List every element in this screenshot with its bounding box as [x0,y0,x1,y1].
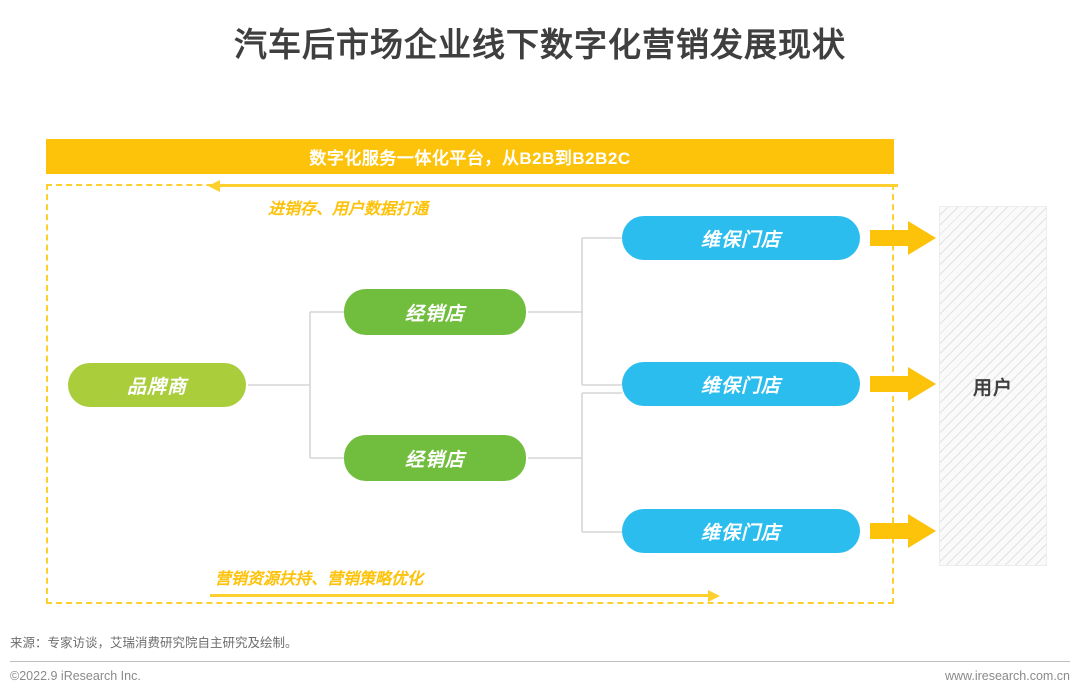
top-flow-arrow [208,180,898,192]
arrow-line [218,184,898,187]
arrow-right-head-icon [708,590,720,602]
users-panel-label: 用户 [972,377,1013,399]
platform-banner: 数字化服务一体化平台，从B2B到B2B2C [46,139,894,174]
users-panel: 用户 [939,206,1047,566]
footer-divider [10,661,1070,662]
copyright-text: ©2022.9 iResearch Inc. [10,669,141,683]
top-flow-label: 进销存、用户数据打通 [268,201,429,218]
node-dealer-2[interactable]: 经销店 [344,435,534,491]
platform-banner-label: 数字化服务一体化平台，从B2B到B2B2C [309,149,631,168]
arrow-to-users-1-icon [870,221,936,255]
bottom-flow-arrow [210,590,720,602]
node-brand-label: 品牌商 [126,376,187,398]
node-store-2-label: 维保门店 [700,375,781,397]
node-store-1-label: 维保门店 [700,229,781,251]
node-dealer-1-label: 经销店 [404,303,465,325]
arrow-stem [870,230,910,246]
arrow-tip [908,367,936,401]
source-note: 来源：专家访谈，艾瑞消费研究院自主研究及绘制。 [10,636,298,650]
arrow-stem [870,523,910,539]
arrow-line [210,594,708,597]
arrow-left-head-icon [208,180,220,192]
node-brand[interactable]: 品牌商 [68,363,254,417]
arrow-stem [870,376,910,392]
node-store-1[interactable]: 维保门店 [622,216,868,270]
arrow-tip [908,514,936,548]
arrow-to-users-2-icon [870,367,936,401]
node-store-2[interactable]: 维保门店 [622,362,868,416]
arrow-tip [908,221,936,255]
node-store-3-label: 维保门店 [700,522,781,544]
arrow-to-users-3-icon [870,514,936,548]
page-title: 汽车后市场企业线下数字化营销发展现状 [234,26,846,63]
node-dealer-1[interactable]: 经销店 [344,289,534,345]
node-dealer-2-label: 经销店 [404,449,465,471]
node-store-3[interactable]: 维保门店 [622,509,868,563]
website-text: www.iresearch.com.cn [944,669,1070,683]
bottom-flow-label: 营销资源扶持、营销策略优化 [215,571,424,588]
